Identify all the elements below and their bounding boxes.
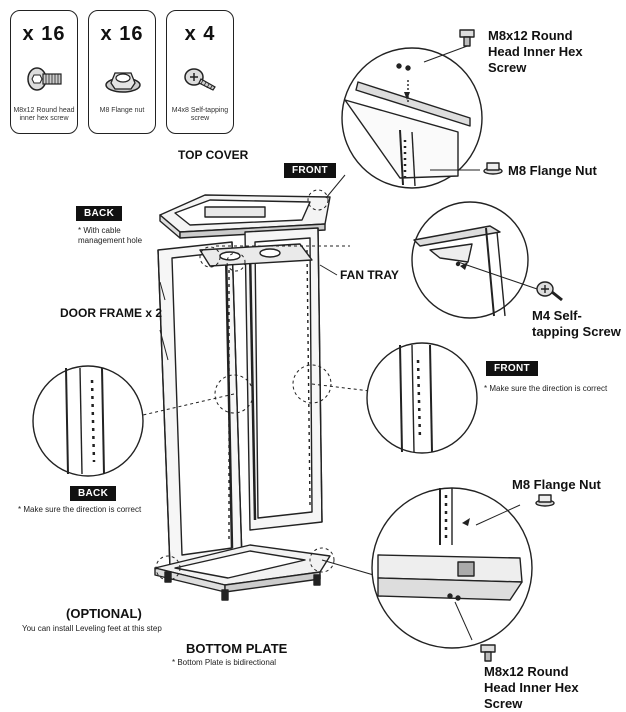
zoom-fan-tray	[411, 201, 541, 319]
part-count: x 16	[22, 23, 66, 45]
label-top-cover: TOP COVER	[178, 148, 249, 162]
zoom-top-right	[341, 44, 483, 189]
note-front-mid: * Make sure the direction is correct	[484, 384, 608, 393]
part-label: M8x12 Round head inner hex screw	[13, 107, 75, 122]
label-optional: (OPTIONAL)	[66, 606, 142, 621]
part-count: x 4	[184, 23, 216, 45]
m8-flange-nut-icon-bottom	[535, 494, 555, 507]
bottom-plate-drawing	[154, 544, 331, 601]
zoom-bottom-right	[371, 487, 533, 649]
label-m8-flange-top: M8 Flange Nut	[508, 163, 597, 178]
m8x12-screw-icon-top	[459, 29, 475, 47]
tag-back-mid: BACK	[70, 486, 117, 501]
door-frame-left-drawing	[157, 241, 243, 569]
label-m8-flange-bottom: M8 Flange Nut	[512, 477, 601, 492]
top-cover-drawing	[159, 194, 331, 239]
part-label: M4x8 Self-tapping screw	[171, 107, 229, 122]
m4-screw-icon	[536, 281, 563, 302]
part-card-flange-nut: x 16 M8 Flange nut	[88, 10, 156, 134]
m8-flange-nut-icon-top	[483, 162, 503, 175]
part-card-self-tapping-screw: x 4 M4x8 Self-tapping screw	[166, 10, 234, 134]
note-back-top: * With cable management hole	[78, 226, 143, 245]
door-frame-right-drawing	[244, 227, 323, 531]
zoom-front-mid	[366, 342, 478, 454]
flange-nut-icon	[105, 72, 141, 93]
part-count: x 16	[100, 23, 144, 45]
note-bottom-plate: * Bottom Plate is bidirectional	[172, 658, 277, 667]
part-card-hex-screw: x 16 M8x12 Round head inner hex screw	[10, 10, 78, 134]
label-fan-tray: FAN TRAY	[340, 268, 399, 282]
zoom-back-mid	[32, 365, 144, 477]
label-m4-self: M4 Self-tapping Screw	[532, 308, 621, 339]
label-m8x12-top: M8x12 Round Head Inner Hex Screw	[488, 28, 583, 75]
note-optional: You can install Leveling feet at this st…	[22, 624, 162, 633]
tag-back-top: BACK	[76, 206, 123, 221]
label-door-frame: DOOR FRAME x 2	[60, 306, 163, 320]
tag-front-mid: FRONT	[486, 361, 538, 376]
note-back-mid: * Make sure the direction is correct	[18, 505, 142, 514]
hex-screw-icon	[27, 67, 62, 91]
tag-front-top: FRONT	[284, 163, 336, 178]
m8x12-screw-icon-bottom	[480, 644, 496, 662]
label-bottom-plate: BOTTOM PLATE	[186, 641, 288, 656]
self-tapping-screw-icon	[184, 68, 216, 91]
part-label: M8 Flange nut	[99, 107, 145, 114]
